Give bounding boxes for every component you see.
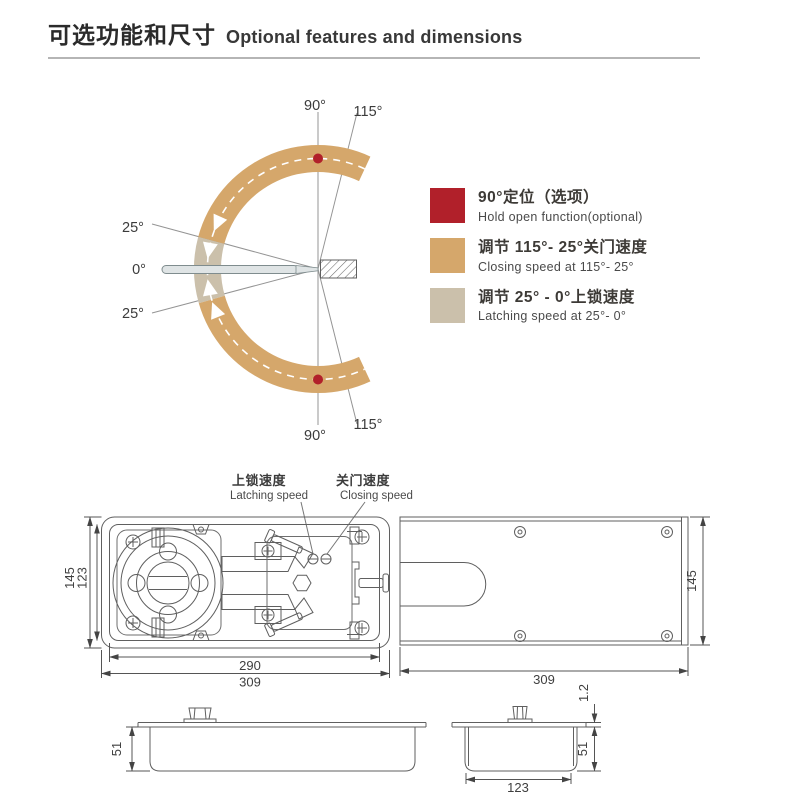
end-spindle [512,706,528,720]
legend-item-hold-open: 90°定位（选项） Hold open function(optional) [430,188,647,224]
door-swing-diagram: 90° 115° 25° 0° 25° 90° 115° [122,98,382,444]
legend-latching-zh: 调节 25° - 0°上锁速度 [478,288,635,306]
dim-end-width: 123 [507,780,529,795]
corner-screws [125,529,370,636]
dim-side-height: 51 [109,742,124,756]
dim-plan-inner-height: 123 [75,567,90,589]
dim-plan-inner-width: 290 [239,658,261,673]
latching-valve [307,553,319,565]
closing-callout-en: Closing speed [340,490,413,502]
page-title: 可选功能和尺寸 Optional features and dimensions [48,16,522,50]
cover-plate-view [399,516,689,646]
diagonal-bolt-bottom [264,612,303,637]
angle-label-0: 0° [132,262,146,278]
door-leaf [161,265,319,274]
side-view-long [137,707,427,772]
dim-end-height: 51 [575,742,590,756]
end-view [451,706,587,772]
latching-callout-zh: 上锁速度 [232,473,287,488]
legend-latching-en: Latching speed at 25°- 0° [478,309,627,324]
page-title-en: Optional features and dimensions [226,27,523,47]
cover-screws [514,526,673,642]
closing-speed-arc-lower [198,295,371,394]
adjustment-callouts: 上锁速度 Latching speed 关门速度 Closing speed [230,473,413,555]
hold-open-color-swatch [430,188,465,223]
end-view-dimensions: 1.2 51 123 [465,684,601,795]
plan-view-dimensions: 145 123 290 309 [62,516,390,690]
dim-cover-height: 145 [684,570,699,592]
angle-label-115-top: 115° [354,104,383,120]
diagonal-bolt-top [264,529,303,554]
closing-valve [320,553,332,565]
angle-label-25-lower: 25° [122,306,144,322]
side-spindle [188,707,212,720]
legend-hold-open-zh: 90°定位（选项） [478,189,599,206]
legend-closing-en: Closing speed at 115°- 25° [478,259,634,274]
angle-label-90-top: 90° [304,98,326,114]
side-view-dimensions: 51 [109,726,150,772]
closing-speed-color-swatch [430,237,465,273]
legend-item-closing-speed: 调节 115°- 25°关门速度 Closing speed at 115°- … [430,237,648,274]
latching-callout-en: Latching speed [230,490,308,502]
cover-view-dimensions: 145 309 [399,516,710,687]
dim-plan-outer-width: 309 [239,675,261,690]
pivot-block [320,259,357,279]
closing-callout-zh: 关门速度 [336,473,391,488]
hold-open-dot-top [313,153,323,164]
hold-open-dot-bottom [313,374,323,385]
direction-arrows [203,213,228,320]
cover-arm-slot [400,562,487,607]
legend: 90°定位（选项） Hold open function(optional) 调… [430,188,647,323]
legend-hold-open-en: Hold open function(optional) [478,209,643,224]
angle-label-90-bottom: 90° [304,428,326,444]
title-divider [48,57,700,59]
dim-end-lip-thickness: 1.2 [576,684,591,702]
legend-item-latching-speed: 调节 25° - 0°上锁速度 Latching speed at 25°- 0… [430,287,647,324]
angle-label-115-bottom: 115° [354,417,383,433]
callout-leader-lines [300,501,366,555]
dim-cover-width: 309 [533,672,555,687]
angle-label-25-upper: 25° [122,220,144,236]
latching-speed-color-swatch [430,287,465,323]
spindle-hexagon [292,574,312,592]
closing-speed-arc-upper [198,144,371,244]
dim-plan-outer-height: 145 [62,567,77,589]
floor-spring-plan-view [101,516,390,649]
page-title-zh: 可选功能和尺寸 [48,22,216,48]
legend-closing-zh: 调节 115°- 25°关门速度 [478,238,648,256]
